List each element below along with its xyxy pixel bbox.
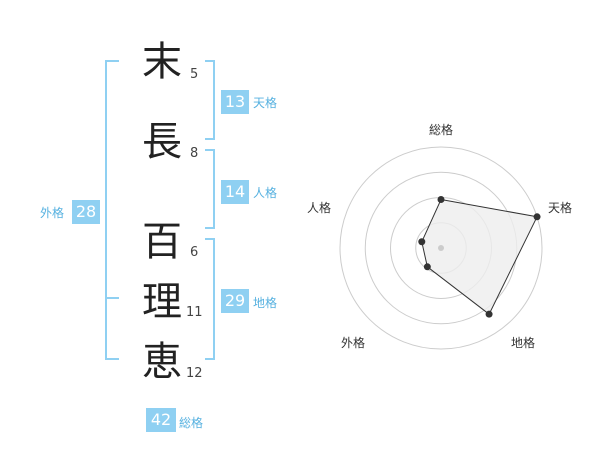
chikaku-value: 29 xyxy=(221,289,249,313)
stroke-count-3: 6 xyxy=(190,245,199,260)
radar-ring xyxy=(339,146,543,350)
radar-label-chikaku: 地格 xyxy=(511,335,535,350)
radar-label-soukaku: 総格 xyxy=(429,122,453,137)
radar-label-gaikaku: 外格 xyxy=(341,335,365,350)
radar-point xyxy=(418,238,426,246)
radar-points xyxy=(418,196,541,318)
radar-point xyxy=(437,196,445,204)
tenkaku-label: 天格 xyxy=(253,96,278,110)
stroke-count-4: 11 xyxy=(186,305,203,320)
stroke-count-5: 12 xyxy=(186,366,203,381)
stroke-count-2: 8 xyxy=(190,146,199,161)
fortune-radar-chart: 総格 天格 地格 外格 人格 xyxy=(307,122,572,350)
soukaku-label: 総格 xyxy=(179,416,204,430)
jinkaku-bracket xyxy=(205,149,215,229)
tenkaku-bracket xyxy=(205,60,215,140)
radar-label-tenkaku: 天格 xyxy=(548,200,572,215)
jinkaku-value: 14 xyxy=(221,180,249,204)
chikaku-label: 地格 xyxy=(253,296,278,310)
name-char-2: 長 xyxy=(142,119,182,165)
radar-polygon xyxy=(421,198,538,315)
jinkaku-label: 人格 xyxy=(253,186,278,200)
soukaku-value: 42 xyxy=(146,408,176,432)
tenkaku-value: 13 xyxy=(221,90,249,114)
gaikaku-value: 28 xyxy=(72,200,100,224)
radar-center-dot xyxy=(438,245,444,251)
radar-point xyxy=(423,263,431,271)
stroke-count-1: 5 xyxy=(190,67,199,82)
radar-point xyxy=(533,213,541,221)
chikaku-bracket xyxy=(205,238,215,360)
radar-point xyxy=(485,310,493,318)
gaikaku-label: 外格 xyxy=(40,206,65,220)
name-char-5: 恵 xyxy=(142,339,182,385)
name-char-3: 百 xyxy=(142,219,182,265)
gaikaku-bracket xyxy=(105,60,119,360)
name-char-4: 理 xyxy=(142,279,182,325)
radar-label-jinkaku: 人格 xyxy=(307,200,331,215)
name-char-1: 末 xyxy=(142,39,182,85)
